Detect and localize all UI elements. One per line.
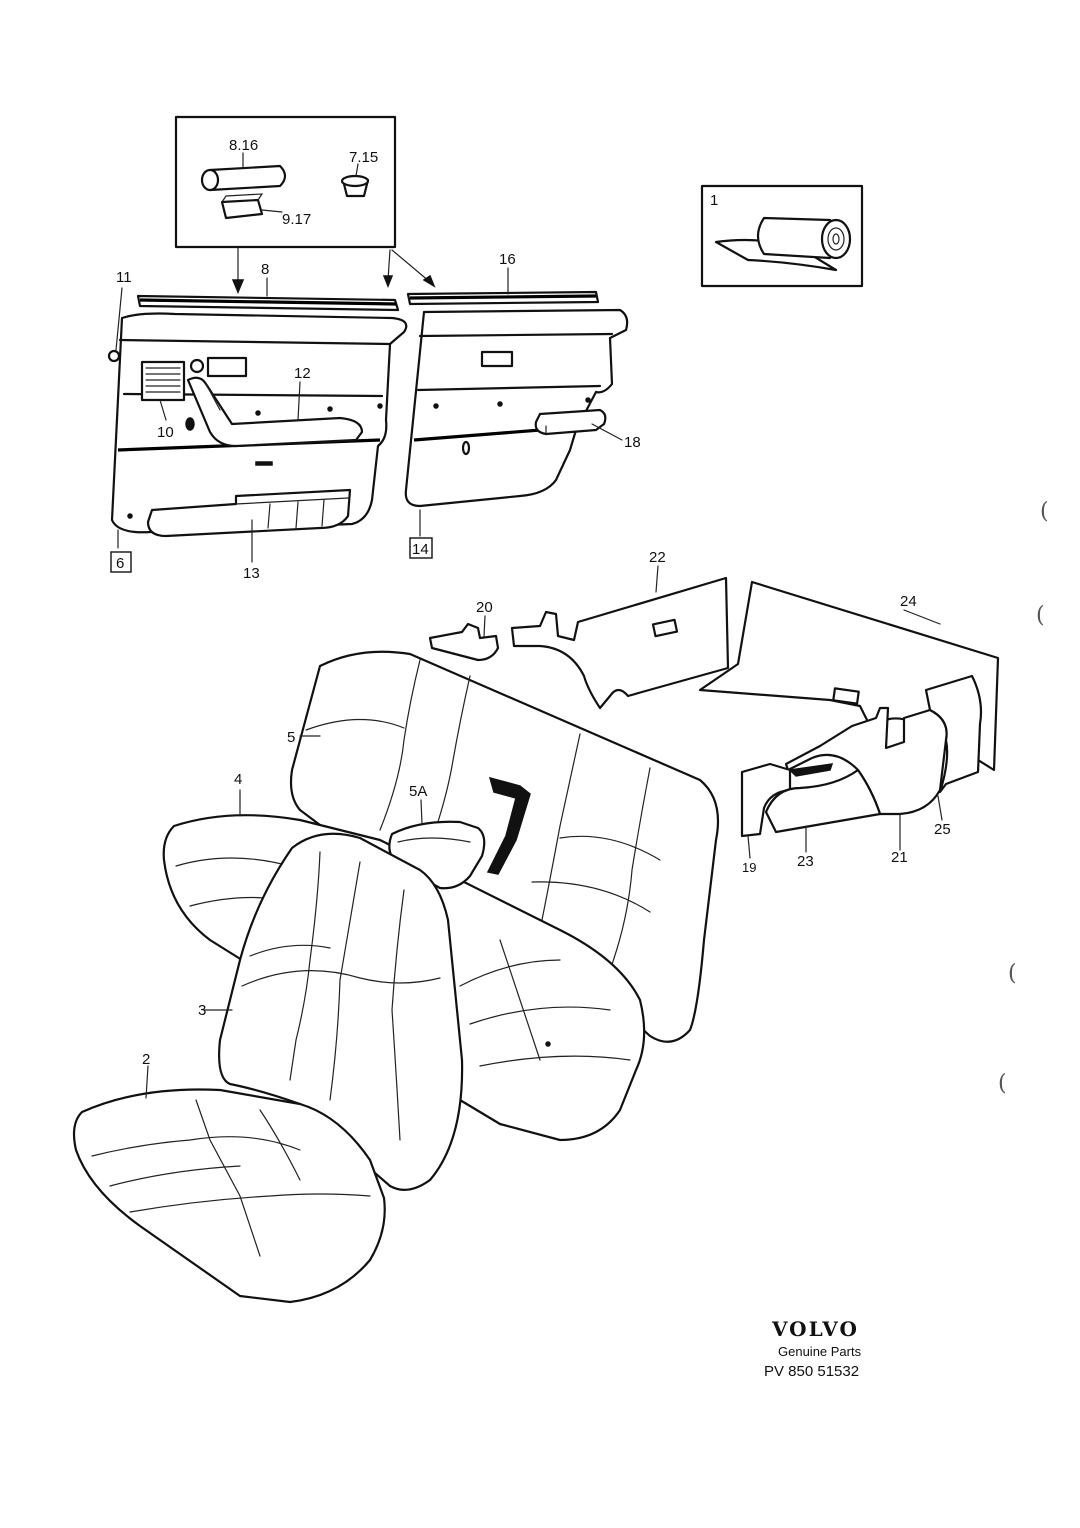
callout-19: 19 — [742, 860, 756, 875]
callout-12: 12 — [294, 365, 311, 382]
rear-panel-leaders — [419, 267, 623, 537]
callout-1: 1 — [710, 192, 718, 209]
front-cushion — [72, 1088, 386, 1304]
callout-5a: 5A — [409, 783, 427, 800]
callout-23: 23 — [797, 853, 814, 870]
edge-mark: ( — [1036, 603, 1045, 628]
rear-door-panel — [404, 290, 629, 508]
callout-7-15: 7.15 — [349, 149, 378, 166]
callout-3: 3 — [198, 1002, 206, 1019]
block-detail — [220, 193, 264, 220]
callout-6: 6 — [116, 555, 124, 572]
detail-inset-box: 8.16 7.15 9.17 — [174, 115, 397, 249]
carpet-leaders — [483, 565, 943, 859]
volvo-branding: VOLVO Genuine Parts PV 850 51532 — [764, 1317, 862, 1380]
callout-18: 18 — [624, 434, 641, 451]
brand-subtitle: Genuine Parts — [778, 1344, 862, 1359]
callout-5: 5 — [287, 729, 295, 746]
callout-21: 21 — [891, 849, 908, 866]
callout-22: 22 — [649, 549, 666, 566]
callout-8: 8 — [261, 261, 269, 278]
callout-4: 4 — [234, 771, 242, 788]
callout-6-box — [110, 551, 132, 573]
front-panel-leaders — [115, 277, 301, 563]
callout-8-16: 8.16 — [229, 137, 258, 154]
callout-11: 11 — [116, 269, 132, 286]
front-door-panel — [107, 294, 408, 538]
edge-mark: ( — [998, 1071, 1007, 1096]
callout-20: 20 — [476, 599, 493, 616]
callout-14-box — [409, 537, 433, 559]
volvo-logo-text: VOLVO — [771, 1317, 859, 1341]
callout-25: 25 — [934, 821, 951, 838]
trim-strip-detail — [200, 164, 287, 192]
speaker-grille-lines — [145, 367, 181, 393]
callout-16: 16 — [499, 251, 516, 268]
binding-edge-marks: ( ( ( ( — [998, 499, 1049, 1096]
part-code: PV 850 51532 — [764, 1363, 859, 1380]
front-backrest — [218, 832, 464, 1191]
edge-mark: ( — [1008, 961, 1017, 986]
callout-9-17: 9.17 — [282, 211, 311, 228]
edge-mark: ( — [1040, 499, 1049, 524]
callout-14: 14 — [412, 541, 429, 558]
clip-detail — [340, 174, 370, 198]
callout-2: 2 — [142, 1051, 150, 1068]
callout-24: 24 — [900, 593, 917, 610]
floor-carpet-set — [428, 576, 1000, 838]
insulation-roll-box: 1 — [700, 184, 864, 288]
callout-13: 13 — [243, 565, 260, 582]
callout-10: 10 — [157, 424, 174, 441]
inset-pointer-arrows — [231, 247, 436, 294]
